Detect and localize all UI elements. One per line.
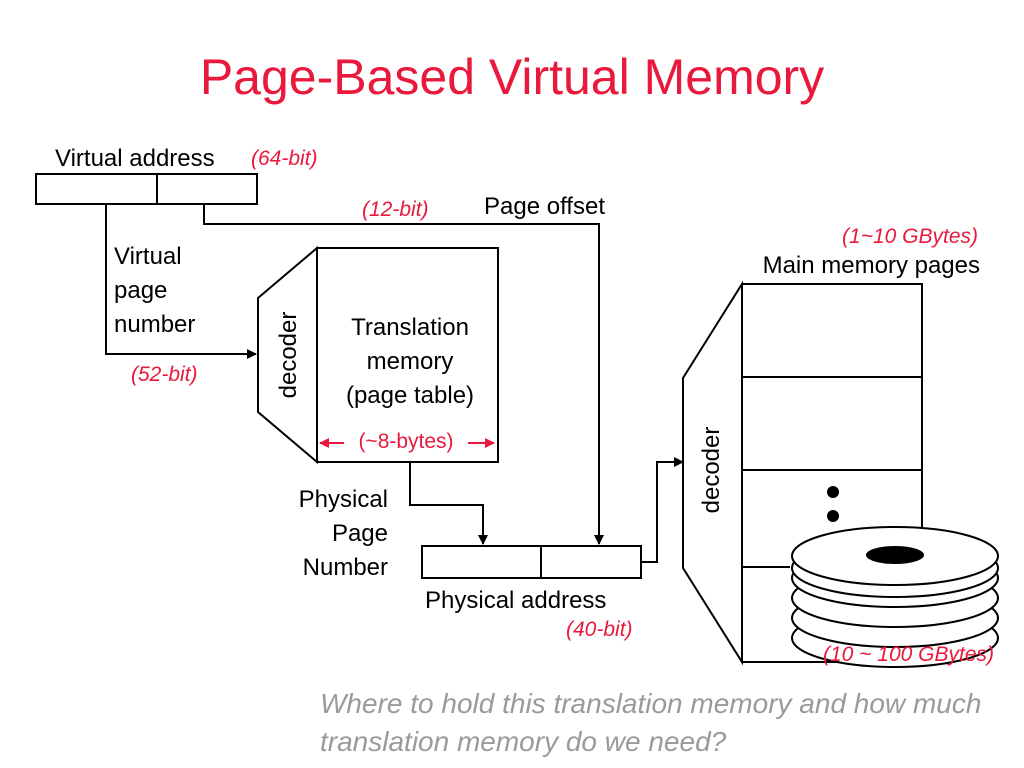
vpn-label-line-2: page — [114, 277, 167, 304]
main-memory-decoder-label: decoder — [698, 427, 725, 514]
page-table-decoder-label: decoder — [275, 312, 302, 399]
main-memory-label: Main memory pages — [763, 252, 980, 279]
ppn-label-line-3: Number — [303, 554, 388, 581]
page-offset-label: Page offset — [484, 193, 605, 220]
disk-spindle — [866, 546, 924, 564]
vpn-label-line-1: Virtual — [114, 243, 182, 270]
physical-address-register — [421, 545, 642, 579]
physical-address-bits: (40-bit) — [566, 618, 633, 641]
translation-label-line-3: (page table) — [346, 382, 474, 409]
physical-to-memory-wire — [641, 457, 684, 563]
virtual-address-bits: (64-bit) — [251, 147, 318, 170]
ellipsis-dot-2 — [827, 510, 839, 522]
vpn-wire — [105, 204, 257, 359]
physical-address-label: Physical address — [425, 587, 606, 614]
page-offset-wire — [203, 204, 604, 545]
translation-memory — [316, 247, 499, 463]
slide-title: Page-Based Virtual Memory — [199, 49, 825, 105]
ppn-wire — [409, 462, 488, 545]
main-memory-size: (1~10 GBytes) — [842, 225, 978, 248]
offset-bits: (12-bit) — [362, 198, 429, 221]
translation-label-line-1: Translation — [351, 314, 469, 341]
virtual-address-label: Virtual address — [55, 145, 215, 172]
virtual-address-register — [35, 173, 258, 205]
disk-stack — [791, 526, 999, 668]
vpn-bits: (52-bit) — [131, 363, 198, 386]
ppn-label-line-2: Page — [332, 520, 388, 547]
ppn-label-line-1: Physical — [299, 486, 388, 513]
entry-size-label: (~8-bytes) — [358, 430, 453, 453]
disk-size: (10 ~ 100 GBytes) — [823, 643, 994, 666]
closing-question: Where to hold this translation memory an… — [320, 688, 982, 757]
ellipsis-dot-1 — [827, 486, 839, 498]
translation-label-line-2: memory — [367, 348, 454, 375]
vpn-label-line-3: number — [114, 311, 195, 338]
